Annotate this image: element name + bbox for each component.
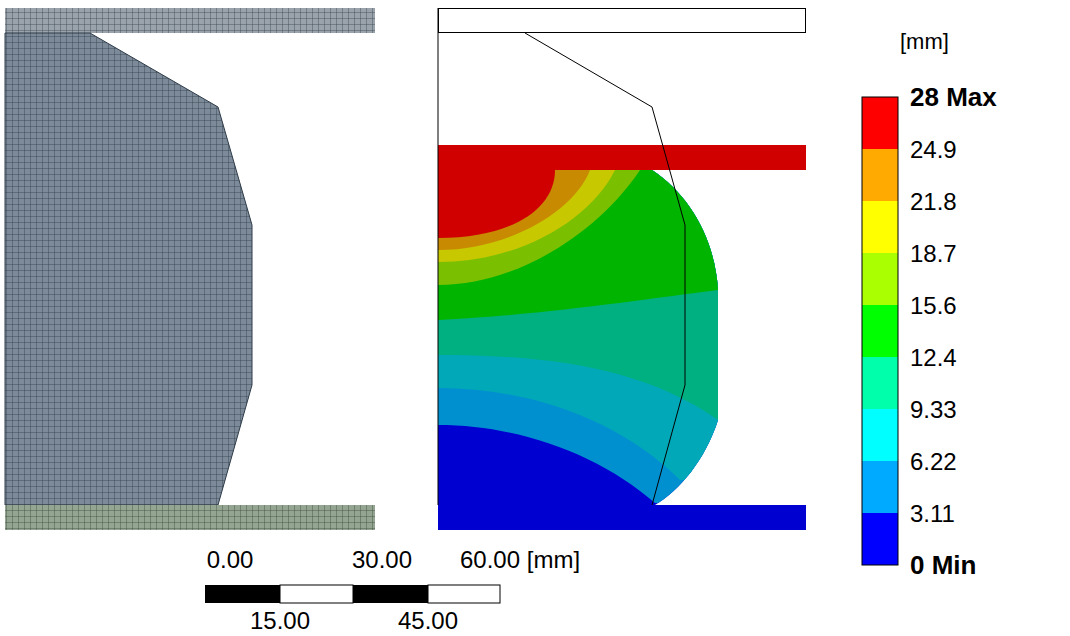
legend-value: 21.8 [910, 190, 957, 214]
scale-bar [205, 585, 500, 603]
original-top-plate [439, 9, 806, 33]
legend-value: 9.33 [910, 398, 957, 422]
scale-tick: 60.00 [mm] [460, 548, 580, 572]
legend-value: 15.6 [910, 294, 957, 318]
legend-value: 6.22 [910, 450, 957, 474]
max-value: 28 Max [910, 84, 997, 110]
scale-tick: 15.00 [250, 609, 310, 633]
legend-value: 3.11 [910, 502, 955, 526]
scale-tick: 45.00 [398, 609, 458, 633]
bottom-plate-mesh [5, 505, 375, 530]
top-plate-mesh [5, 8, 375, 33]
legend-value: 12.4 [910, 346, 957, 370]
scale-tick: 0.00 [207, 548, 254, 572]
body-mesh [5, 33, 252, 505]
scale-tick: 30.00 [352, 548, 412, 572]
legend-value: 24.9 [910, 138, 957, 162]
contour-bands [430, 100, 800, 520]
bottom-plate [438, 505, 806, 530]
displaced-top-plate [438, 145, 806, 170]
undeformed-outline [438, 8, 685, 505]
unit-label: [mm] [900, 31, 949, 53]
color-bar [862, 97, 898, 565]
min-value: 0 Min [910, 552, 976, 578]
legend-value: 18.7 [910, 242, 957, 266]
